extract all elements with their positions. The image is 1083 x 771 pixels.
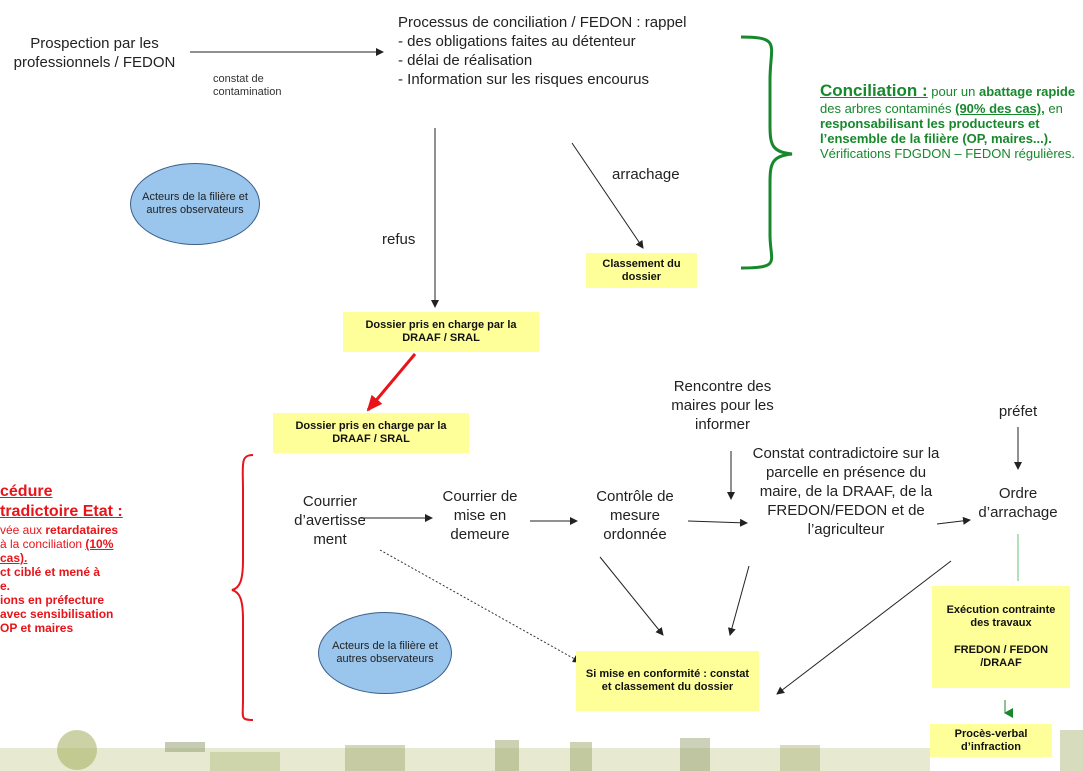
conciliation-t3: en [1044,101,1063,116]
conciliation-b3: responsabilisant les producteurs et l’en… [820,116,1052,146]
dossier-box-1: Dossier pris en charge par la DRAAF / SR… [343,312,539,352]
conciliation-b1: abattage rapide [979,84,1076,99]
conciliation-block: Conciliation : pour un abattage rapide d… [820,81,1083,161]
processus-block: Processus de conciliation / FEDON : rapp… [398,13,743,89]
procedure-l6: ions en préfecture [0,593,105,607]
rencontre-label: Rencontre des maires pour les informer [671,378,774,433]
dossier-box-2: Dossier pris en charge par la DRAAF / SR… [273,413,469,453]
proces-verbal-label: Procès-verbal d’infraction [954,727,1028,753]
arrow-ordre-conformite [776,560,952,695]
classement-label: Classement du dossier [602,257,681,283]
refus-label: refus [382,231,416,248]
conciliation-t2: des arbres contaminés [820,101,956,116]
conformite-box: Si mise en conformité : constat et class… [576,651,759,711]
arrow-arrachage [571,142,644,249]
execution-label-2: FREDON / FEDON /DRAAF [953,644,1049,669]
arrow-mise-conformite [599,556,664,636]
arrachage-label: arrachage [612,166,680,183]
dossier-2-label: Dossier pris en charge par la DRAAF / SR… [295,420,447,445]
procedure-l1a: vée aux [0,523,46,537]
procedure-l7: avec sensibilisation [0,607,114,621]
procedure-title: cédure tradictoire Etat : [0,482,230,522]
red-arrow [366,353,417,412]
arrow-controle-constat [687,518,748,527]
prefet-label: préfet [998,403,1038,420]
procedure-l4: ct ciblé et mené à [0,565,101,579]
processus-item-1: - des obligations faites au détenteur [398,33,636,50]
classement-box: Classement du dossier [586,253,697,288]
proces-verbal-box: Procès-verbal d’infraction [930,724,1052,757]
courrier-mise-label: Courrier de mise en demeure [442,488,518,543]
procedure-l3: cas). [0,551,28,565]
conformite-label: Si mise en conformité : constat et class… [585,668,750,693]
procedure-l1b: retardataires [45,523,119,537]
conciliation-title: Conciliation : [820,81,928,100]
controle-label: Contrôle de mesure ordonnée [596,488,674,543]
procedure-l8: OP et maires [0,621,74,635]
conciliation-t4: Vérifications FDGDON – FEDON régulières. [820,146,1076,161]
arrow-constat-ordre [936,516,971,525]
execution-label-1: Exécution contrainte des travaux [946,604,1056,629]
prospection-label: Prospection par les professionnels / FED… [13,35,176,71]
constat-contradictoire-label: Constat contradictoire sur la parcelle e… [752,445,940,538]
processus-item-2: - délai de réalisation [398,52,533,69]
acteurs-ellipse-top: Acteurs de la filière et autres observat… [130,163,260,245]
conciliation-b2: (90% des cas), [955,101,1045,116]
courrier-avertissement-label: Courrier d’avertisse ment [294,493,366,548]
dossier-1-label: Dossier pris en charge par la DRAAF / SR… [365,319,517,344]
arrow-constat-conformite [728,565,750,636]
acteurs-bottom-label: Acteurs de la filière et autres observat… [332,640,438,665]
procedure-l2b: (10% [85,537,114,551]
procedure-l5: e. [0,579,11,593]
procedure-l2a: à la conciliation [0,537,86,551]
acteurs-ellipse-bottom: Acteurs de la filière et autres observat… [318,612,452,694]
procedure-title-1: cédure [0,483,53,500]
procedure-title-2: tradictoire Etat : [0,503,123,520]
procedure-body: vée aux retardataires à la conciliation … [0,523,235,635]
execution-box: Exécution contrainte des travaux FREDON … [932,586,1070,688]
processus-title: Processus de conciliation / FEDON : rapp… [398,14,687,31]
conciliation-t1: pour un [927,84,979,99]
green-brace [740,35,793,270]
ordre-arrachage-label: Ordre d’arrachage [978,485,1058,521]
red-brace [231,454,254,721]
acteurs-top-label: Acteurs de la filière et autres observat… [142,191,248,216]
constat-contamination-label: constat de contamination [213,73,282,98]
processus-item-3: - Information sur les risques encourus [398,71,649,88]
